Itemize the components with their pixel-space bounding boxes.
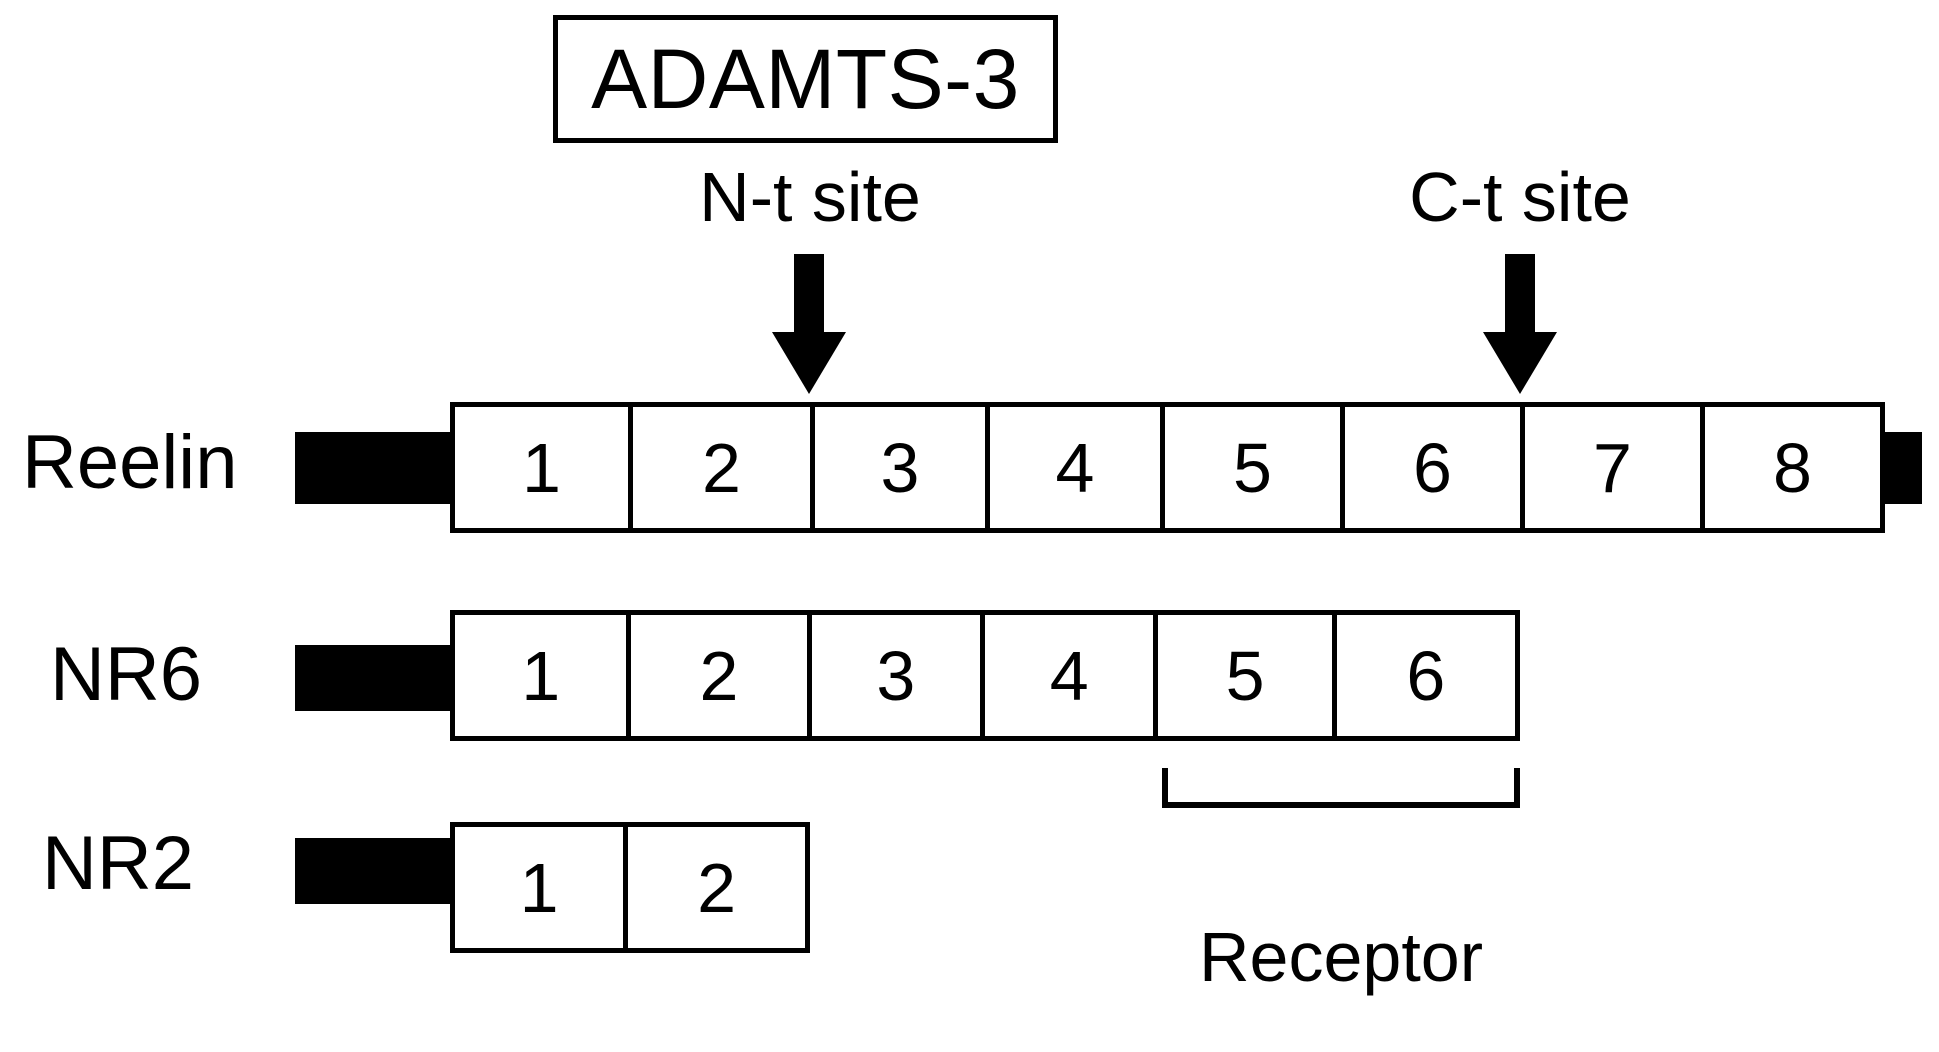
domain-number: 3 [876, 636, 916, 715]
domain-cell: 6 [1336, 615, 1516, 736]
domain-cell: 4 [985, 615, 1159, 736]
domain-number: 2 [702, 428, 741, 507]
nr6-n-terminal-bar [295, 645, 455, 711]
domain-cell: 8 [1705, 407, 1880, 528]
nr6-domain-track: 1 2 3 4 5 6 [450, 610, 1520, 741]
domain-number: 6 [1413, 428, 1452, 507]
domain-cell: 1 [455, 615, 632, 736]
protein-name-nr2: NR2 [42, 821, 195, 906]
enzyme-label-box: ADAMTS-3 [553, 15, 1058, 143]
receptor-binding-site-label: Receptor binding site [1065, 838, 1617, 1052]
c-terminal-site-label: C-t site [1409, 158, 1631, 236]
domain-cell: 1 [455, 407, 633, 528]
n-terminal-cleavage-arrow-icon [772, 254, 846, 394]
protein-name-reelin: Reelin [22, 420, 238, 505]
domain-number: 5 [1233, 428, 1272, 507]
reelin-domain-track: 1 2 3 4 5 6 7 8 [450, 402, 1885, 533]
reelin-c-terminal-bar [1880, 432, 1922, 504]
domain-number: 2 [699, 636, 739, 715]
n-terminal-site-label: N-t site [699, 158, 921, 236]
domain-cell: 2 [633, 407, 815, 528]
domain-cell: 2 [628, 827, 805, 948]
receptor-binding-site-bracket [1162, 768, 1520, 808]
domain-number: 8 [1773, 428, 1812, 507]
domain-cell: 7 [1525, 407, 1705, 528]
domain-cell: 1 [455, 827, 629, 948]
domain-number: 4 [1055, 428, 1095, 507]
domain-number: 3 [880, 428, 920, 507]
domain-cell: 3 [815, 407, 990, 528]
domain-cell: 5 [1165, 407, 1345, 528]
domain-number: 1 [522, 428, 561, 507]
enzyme-name: ADAMTS-3 [591, 32, 1020, 126]
protein-name-nr6: NR6 [50, 632, 203, 717]
domain-cell: 5 [1158, 615, 1337, 736]
domain-cell: 2 [631, 615, 812, 736]
domain-cell: 6 [1345, 407, 1525, 528]
domain-number: 6 [1406, 636, 1446, 715]
nr2-n-terminal-bar [295, 838, 455, 904]
domain-number: 4 [1049, 636, 1089, 715]
receptor-binding-site-label-line1: Receptor [1198, 917, 1484, 996]
domain-cell: 4 [990, 407, 1165, 528]
domain-cell: 3 [811, 615, 986, 736]
c-terminal-cleavage-arrow-icon [1483, 254, 1557, 394]
nr2-domain-track: 1 2 [450, 822, 810, 953]
domain-number: 7 [1593, 428, 1632, 507]
domain-number: 5 [1225, 636, 1265, 715]
domain-number: 1 [519, 848, 559, 927]
domain-number: 1 [521, 636, 561, 715]
domain-number: 2 [697, 848, 737, 927]
reelin-n-terminal-bar [295, 432, 455, 504]
